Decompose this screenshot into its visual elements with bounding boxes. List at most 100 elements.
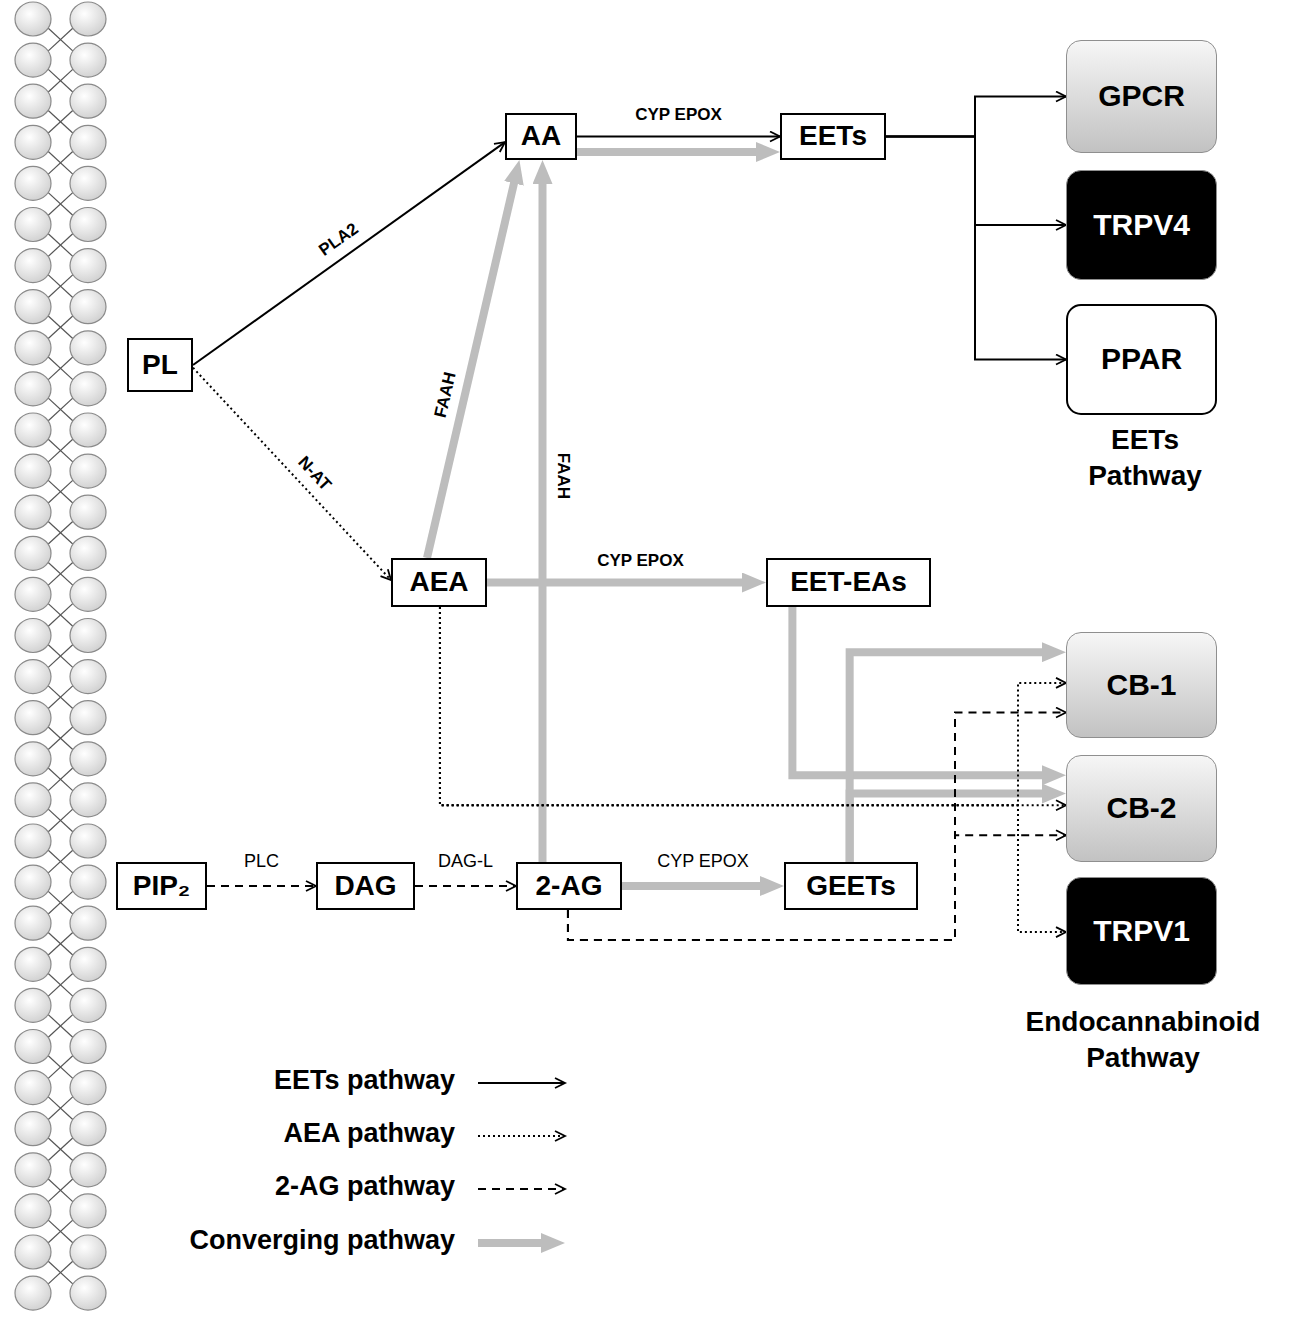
lipid-head (15, 43, 51, 77)
lipid-tail (48, 521, 73, 544)
lipid-tail (48, 192, 73, 215)
lipid-head (15, 619, 51, 653)
lipid-head (70, 1194, 106, 1228)
lipid-tail (48, 603, 73, 626)
pathway-arrow (440, 607, 1066, 805)
lipid-head (70, 947, 106, 981)
lipid-head (15, 865, 51, 899)
lipid-head (70, 577, 106, 611)
receptor-box: CB-2 (1066, 755, 1217, 862)
node-label: TRPV4 (1093, 208, 1190, 243)
lipid-tail (48, 850, 73, 873)
lipid-tail (48, 932, 73, 955)
pathway-arrow (427, 176, 516, 558)
lipid-tail (48, 809, 73, 832)
lipid-head (70, 125, 106, 159)
lipid-head (70, 331, 106, 365)
lipid-head (15, 577, 51, 611)
lipid-tail (48, 151, 73, 174)
node-label: AA (521, 120, 561, 152)
lipid-tail (48, 727, 73, 750)
node-label: TRPV1 (1093, 914, 1190, 949)
lipid-head (15, 454, 51, 488)
lipid-head (70, 454, 106, 488)
node-label: GPCR (1098, 79, 1185, 114)
node-label: PPAR (1101, 342, 1182, 377)
lipid-head (70, 43, 106, 77)
lipid-head (15, 2, 51, 36)
lipid-tail (48, 562, 73, 585)
node-label: AEA (409, 566, 468, 598)
lipid-head (15, 413, 51, 447)
lipid-tail (48, 1138, 73, 1161)
pathway-arrow (577, 136, 780, 138)
node-label: GEETs (806, 870, 896, 902)
lipid-head (70, 988, 106, 1022)
lipid-tail (48, 973, 73, 996)
enzyme-label: PLA2 (314, 218, 365, 262)
lipid-head (15, 988, 51, 1022)
molecule-box: 2-AG (516, 862, 622, 910)
enzyme-label: PLC (241, 852, 282, 872)
lipid-head (70, 1030, 106, 1064)
lipid-head (70, 249, 106, 283)
lipid-head (70, 1235, 106, 1269)
node-label: PIP₂ (133, 870, 191, 902)
molecule-box: AEA (391, 558, 487, 607)
lipid-tail (48, 151, 73, 174)
lipid-tail (48, 1056, 73, 1079)
lipid-tail (48, 1261, 73, 1284)
lipid-head (70, 290, 106, 324)
lipid-head (15, 1153, 51, 1187)
lipid-tail (48, 686, 73, 709)
lipid-tail (48, 973, 73, 996)
legend-sample (478, 1239, 549, 1247)
lipid-head (15, 372, 51, 406)
channel-box: TRPV1 (1066, 877, 1217, 985)
lipid-head (70, 742, 106, 776)
pathway-arrow (440, 607, 1066, 932)
lipid-head (15, 947, 51, 981)
lipid-tail (48, 398, 73, 421)
lipid-head (15, 1235, 51, 1269)
lipid-head (70, 84, 106, 118)
lipid-bilayer (15, 2, 106, 1310)
lipid-tail (48, 439, 73, 462)
lipid-head (70, 1153, 106, 1187)
lipid-tail (48, 645, 73, 668)
lipid-tail (48, 480, 73, 503)
legend-samples (478, 1083, 565, 1243)
legend-sample (478, 1135, 565, 1137)
channel-box: TRPV4 (1066, 170, 1217, 280)
lipid-head (70, 824, 106, 858)
lipid-head (15, 1194, 51, 1228)
lipid-tail (48, 357, 73, 380)
molecule-box: EETs (780, 113, 886, 160)
pathway-arrow (193, 142, 505, 365)
lipid-tail (48, 603, 73, 626)
enzyme-label: N-AT (291, 451, 336, 497)
lipid-tail (48, 891, 73, 914)
lipid-head (15, 290, 51, 324)
molecule-box: GEETs (784, 862, 918, 910)
lipid-head (70, 1071, 106, 1105)
lipid-head (70, 906, 106, 940)
molecule-box: PIP₂ (116, 862, 207, 910)
lipid-head (15, 660, 51, 694)
molecule-box: AA (505, 113, 577, 160)
lipid-tail (48, 192, 73, 215)
lipid-head (15, 125, 51, 159)
node-label: DAG (334, 870, 396, 902)
pathway-arrow (415, 885, 516, 887)
lipid-tail (48, 275, 73, 298)
molecule-box: EET-EAs (766, 558, 931, 607)
lipid-tail (48, 727, 73, 750)
receptor-box: CB-1 (1066, 632, 1217, 738)
enzyme-label: FAAH (553, 450, 572, 502)
pathway-arrow (193, 368, 391, 580)
lipid-tail (48, 1220, 73, 1243)
receptor-box: PPAR (1066, 304, 1217, 415)
lipid-head (70, 166, 106, 200)
pathway-arrow (886, 137, 1066, 360)
lipid-head (70, 783, 106, 817)
